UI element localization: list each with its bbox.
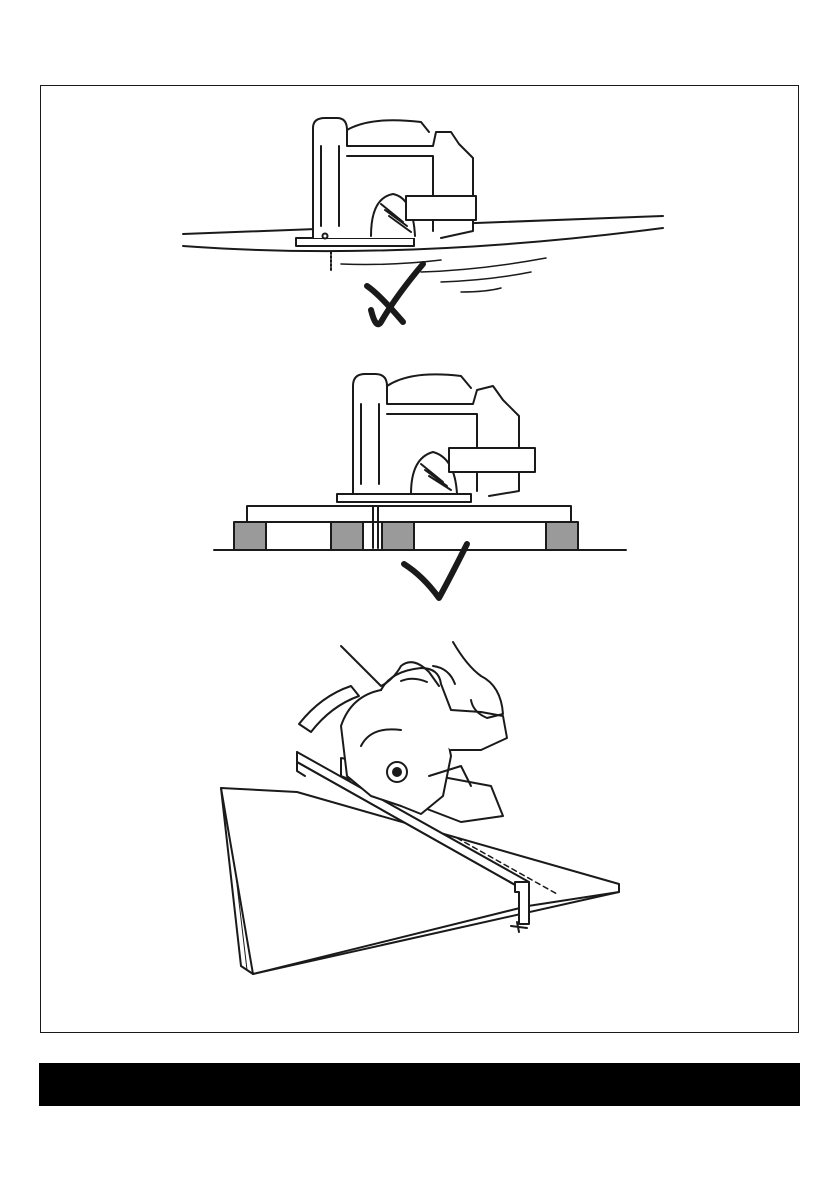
right-hand [453,642,503,718]
support-block [234,522,266,550]
support-block [331,522,363,550]
support-block [382,522,414,550]
cross-mark-icon [367,264,423,324]
figure-correct-support [214,374,626,550]
workpiece-board [221,788,619,974]
check-mark-icon [404,544,467,598]
illustration-canvas [41,86,798,1032]
illustration-frame [40,85,799,1033]
footer-bar [39,1063,800,1106]
footer-text [39,1076,51,1092]
support-block [546,522,578,550]
figure-guide-rail-cutting [221,642,619,974]
